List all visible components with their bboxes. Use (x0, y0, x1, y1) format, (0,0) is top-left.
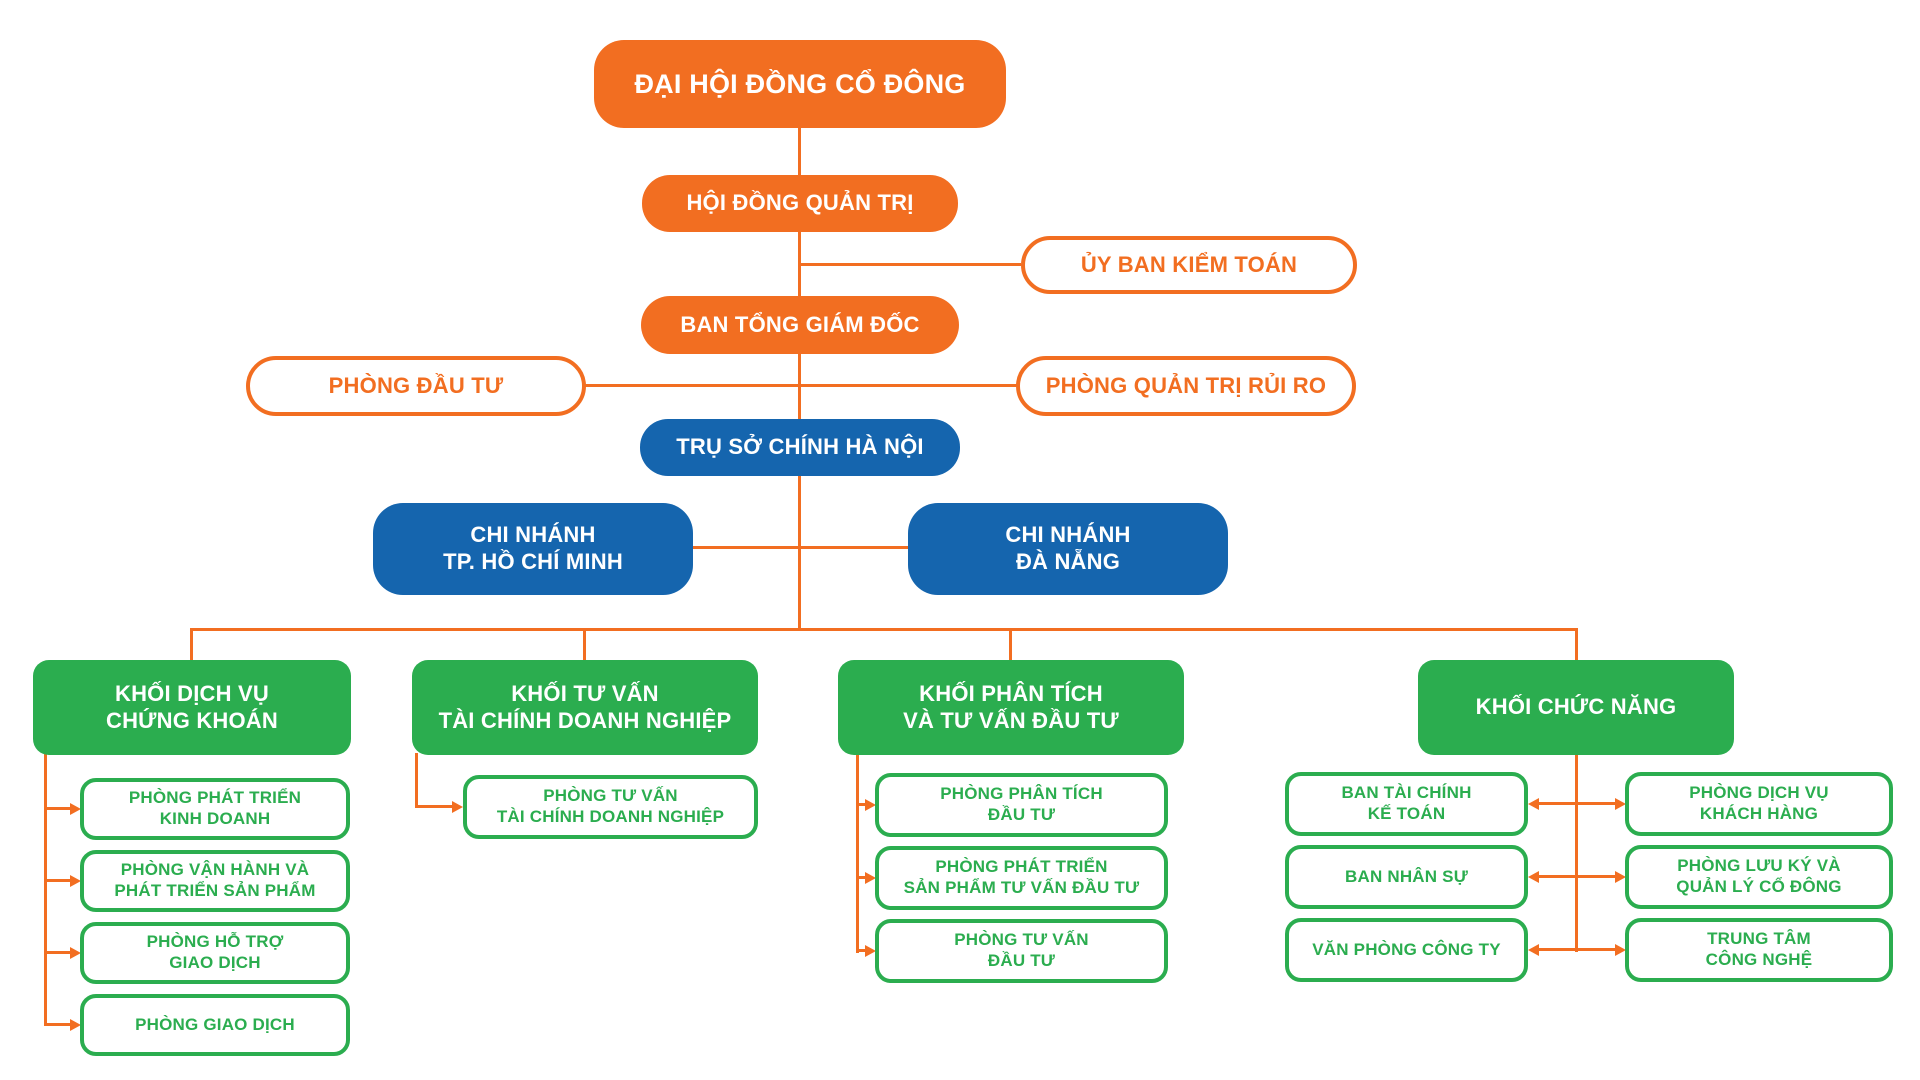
connector-line (798, 126, 801, 176)
node-general-directors-board: BAN TỔNG GIÁM ĐỐC (641, 296, 959, 354)
node-board-human-resources: BAN NHÂN SỰ (1285, 845, 1528, 909)
connector-arrow (1615, 944, 1626, 956)
connector-arrow (1528, 798, 1539, 810)
connector-arrow (70, 875, 81, 887)
connector-arrow (70, 947, 81, 959)
node-division-securities-services: KHỐI DỊCH VỤ CHỨNG KHOÁN (33, 660, 351, 755)
connector-arrow (1615, 871, 1626, 883)
node-dept-investment-advisory-product-development: PHÒNG PHÁT TRIỂN SẢN PHẨM TƯ VẤN ĐẦU TƯ (875, 846, 1168, 910)
node-head-office: TRỤ SỞ CHÍNH HÀ NỘI (640, 419, 960, 476)
connector-line (1537, 948, 1615, 951)
node-dept-corporate-finance-advisory: PHÒNG TƯ VẤN TÀI CHÍNH DOANH NGHIỆP (463, 775, 758, 839)
node-dept-customer-service: PHÒNG DỊCH VỤ KHÁCH HÀNG (1625, 772, 1893, 836)
connector-line (47, 879, 72, 882)
connector-line (691, 546, 910, 549)
connector-line (859, 803, 867, 806)
connector-line (1537, 875, 1615, 878)
connector-arrow (70, 803, 81, 815)
node-tech-center: TRUNG TÂM CÔNG NGHỆ (1625, 918, 1893, 982)
connector-arrow (1528, 871, 1539, 883)
connector-arrow (70, 1019, 81, 1031)
connector-line (1575, 628, 1578, 662)
node-dept-trading: PHÒNG GIAO DỊCH (80, 994, 350, 1056)
connector-line (415, 805, 455, 808)
node-dept-operations-product-development: PHÒNG VẬN HÀNH VÀ PHÁT TRIỂN SẢN PHẨM (80, 850, 350, 912)
node-dept-custody-shareholder-management: PHÒNG LƯU KÝ VÀ QUẢN LÝ CỔ ĐÔNG (1625, 845, 1893, 909)
node-division-functional: KHỐI CHỨC NĂNG (1418, 660, 1734, 755)
connector-line (859, 876, 867, 879)
node-branch-danang: CHI NHÁNH ĐÀ NẴNG (908, 503, 1228, 595)
connector-line (47, 951, 72, 954)
node-company-office: VĂN PHÒNG CÔNG TY (1285, 918, 1528, 982)
node-dept-investment-analysis: PHÒNG PHÂN TÍCH ĐẦU TƯ (875, 773, 1168, 837)
connector-line (44, 753, 47, 1026)
connector-arrow (865, 799, 876, 811)
node-investment-department: PHÒNG ĐẦU TƯ (246, 356, 586, 416)
node-risk-management-department: PHÒNG QUẢN TRỊ RỦI RO (1016, 356, 1356, 416)
connector-arrow (1528, 944, 1539, 956)
connector-line (1575, 753, 1578, 952)
connector-arrow (865, 945, 876, 957)
node-division-analysis-investment-advisory: KHỐI PHÂN TÍCH VÀ TƯ VẤN ĐẦU TƯ (838, 660, 1184, 755)
connector-arrow (865, 872, 876, 884)
node-board-finance-accounting: BAN TÀI CHÍNH KẾ TOÁN (1285, 772, 1528, 836)
connector-line (415, 753, 418, 808)
connector-line (798, 474, 801, 630)
connector-line (1009, 628, 1012, 662)
connector-line (859, 949, 867, 952)
node-branch-hcmc: CHI NHÁNH TP. HỒ CHÍ MINH (373, 503, 693, 595)
connector-line (1537, 802, 1615, 805)
connector-arrow (452, 801, 463, 813)
node-dept-trading-support: PHÒNG HỖ TRỢ GIAO DỊCH (80, 922, 350, 984)
connector-line (190, 628, 1578, 631)
connector-line (799, 263, 1021, 266)
connector-line (190, 628, 193, 662)
connector-arrow (1615, 798, 1626, 810)
connector-line (47, 807, 72, 810)
node-dept-business-development: PHÒNG PHÁT TRIỂN KINH DOANH (80, 778, 350, 840)
node-audit-committee: ỦY BAN KIỂM TOÁN (1021, 236, 1357, 294)
connector-line (583, 628, 586, 662)
connector-line (856, 753, 859, 953)
node-board-of-directors: HỘI ĐỒNG QUẢN TRỊ (642, 175, 958, 232)
node-division-corporate-finance-advisory: KHỐI TƯ VẤN TÀI CHÍNH DOANH NGHIỆP (412, 660, 758, 755)
connector-line (584, 384, 1018, 387)
node-dept-investment-advisory: PHÒNG TƯ VẤN ĐẦU TƯ (875, 919, 1168, 983)
node-shareholders-meeting: ĐẠI HỘI ĐỒNG CỔ ĐÔNG (594, 40, 1006, 128)
connector-line (47, 1023, 72, 1026)
